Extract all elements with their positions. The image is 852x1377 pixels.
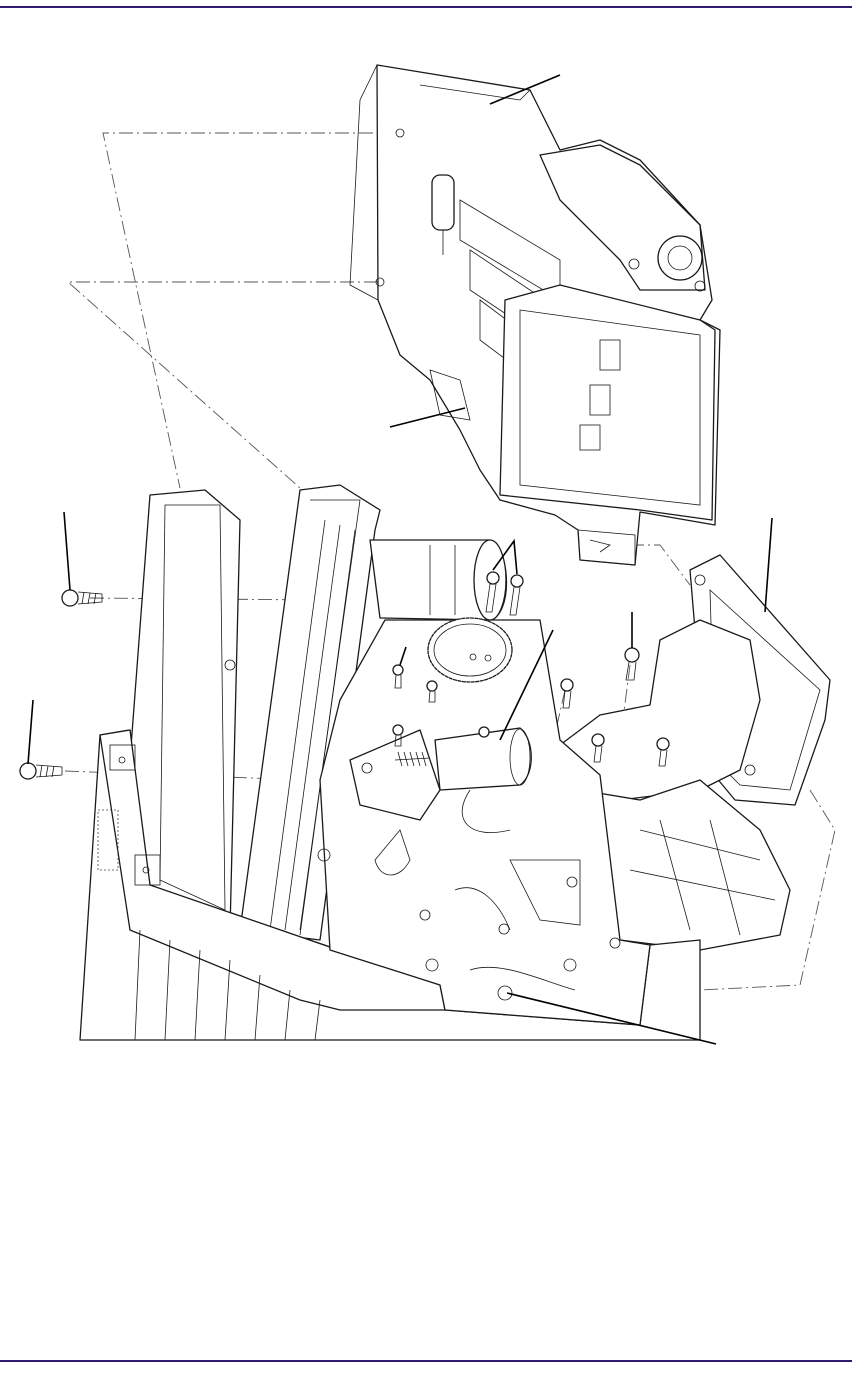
leader-ribbon-guide [764,517,773,613]
leader-center-screw [399,646,407,666]
left-screw-bottom [19,762,63,780]
motor-screws [485,571,524,616]
leader-left-screw-bottom [27,699,34,765]
main-frame [79,484,701,1041]
leader-bottom-screw [506,992,717,1045]
solenoid [349,727,532,876]
gear [427,617,513,683]
ribbon-guide [559,554,831,951]
left-screw-top [61,589,103,607]
top-rule [0,6,852,8]
leader-solenoid [499,629,554,741]
leader-left-screw-top [63,511,71,591]
cover-screws [591,733,670,767]
bottom-rule [0,1360,852,1362]
right-screw [624,647,640,681]
small-screws [392,664,574,747]
leader-head-lower [389,407,466,428]
leader-print-head [489,74,561,105]
leader-motor-screws [492,538,518,575]
print-head-assembly [349,64,721,566]
motor [369,539,508,621]
callout-leaders [27,74,773,1045]
